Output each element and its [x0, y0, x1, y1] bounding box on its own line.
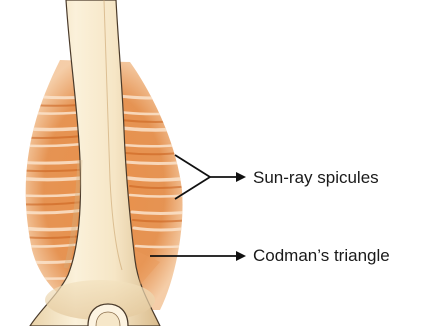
- sunray-pointer-upper: [175, 155, 210, 177]
- codmans-triangle-label: Codman’s triangle: [253, 246, 390, 266]
- codman-arrowhead: [236, 251, 246, 261]
- sun-ray-spicules-label: Sun-ray spicules: [253, 168, 379, 188]
- arrowheads: [236, 172, 246, 261]
- sunray-arrowhead: [236, 172, 246, 182]
